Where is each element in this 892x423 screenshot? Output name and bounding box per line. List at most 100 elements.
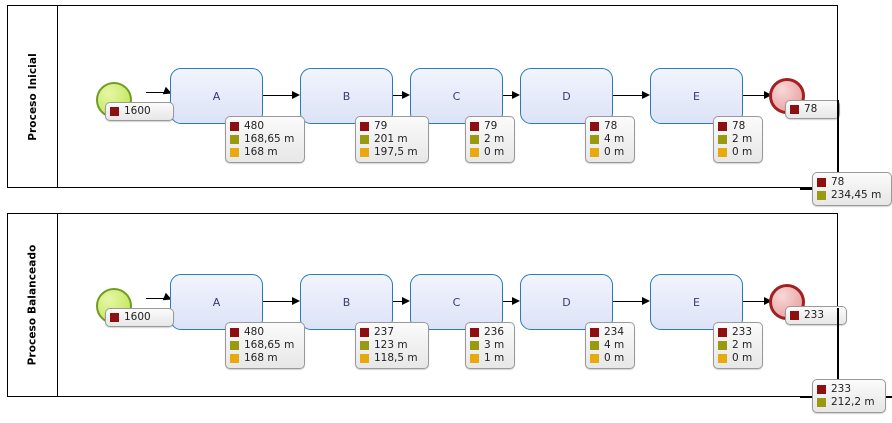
swatch-red-icon: [360, 328, 369, 337]
tooltip-row-count: 233: [718, 326, 752, 339]
tooltip-row-time-a: 168,65 m: [230, 133, 294, 146]
tooltip-task-e[interactable]: 233 2 m 0 m: [713, 322, 764, 369]
swatch-red-icon: [230, 122, 239, 131]
tooltip-value: 2 m: [732, 339, 753, 351]
tooltip-value: 2 m: [732, 133, 753, 145]
swatch-red-icon: [790, 105, 799, 114]
task-box-d[interactable]: D: [520, 68, 613, 124]
flow-arrow-c-d: [503, 91, 520, 100]
tooltip-row-time-b: 168 m: [230, 352, 294, 365]
tooltip-start-event[interactable]: 1600: [105, 308, 174, 327]
tooltip-value: 237: [374, 326, 395, 338]
swatch-olive-icon: [817, 191, 826, 200]
task-box-c[interactable]: C: [410, 68, 503, 124]
tooltip-row-time-a: 3 m: [470, 339, 504, 352]
tooltip-row-count: 78: [790, 103, 817, 116]
swatch-amber-icon: [718, 148, 727, 157]
tooltip-task-a[interactable]: 480 168,65 m 168 m: [225, 116, 306, 163]
swatch-amber-icon: [230, 148, 239, 157]
swatch-olive-icon: [718, 341, 727, 350]
tooltip-value: 3 m: [484, 339, 505, 351]
tooltip-row-time-a: 4 m: [590, 339, 624, 352]
tooltip-start-event[interactable]: 1600: [105, 102, 174, 121]
flow-arrow-e-end: [743, 91, 772, 100]
summary-count: 78: [831, 176, 845, 188]
tooltip-task-c[interactable]: 236 3 m 1 m: [465, 322, 516, 369]
summary-row-count: 233: [817, 383, 875, 396]
task-box-a[interactable]: A: [170, 68, 263, 124]
swatch-red-icon: [110, 313, 119, 322]
tooltip-task-b[interactable]: 237 123 m 118,5 m: [355, 322, 429, 369]
task-label: B: [342, 295, 351, 309]
flow-arrow-b-c: [393, 297, 410, 306]
lane-title: Proceso Balanceado: [26, 244, 39, 366]
summary-tooltip-lane2[interactable]: 233 212,2 m: [812, 379, 886, 413]
summary-count: 233: [831, 383, 852, 395]
tooltip-task-c[interactable]: 79 2 m 0 m: [465, 116, 516, 163]
task-box-c[interactable]: C: [410, 274, 503, 330]
task-label: E: [693, 295, 700, 309]
tooltip-task-d[interactable]: 78 4 m 0 m: [585, 116, 636, 163]
lane-label-proceso-inicial: Proceso Inicial: [8, 6, 58, 187]
tooltip-row-count: 78: [590, 120, 624, 133]
swatch-amber-icon: [470, 148, 479, 157]
tooltip-value: 123 m: [374, 339, 408, 351]
task-box-b[interactable]: B: [300, 68, 393, 124]
task-box-b[interactable]: B: [300, 274, 393, 330]
task-box-d[interactable]: D: [520, 274, 613, 330]
tooltip-task-d[interactable]: 234 4 m 0 m: [585, 322, 636, 369]
summary-row-count: 78: [817, 176, 881, 189]
lane-title: Proceso Inicial: [26, 52, 39, 141]
swatch-red-icon: [470, 328, 479, 337]
swatch-olive-icon: [817, 398, 826, 407]
tooltip-task-a[interactable]: 480 168,65 m 168 m: [225, 322, 306, 369]
tooltip-value: 0 m: [484, 146, 505, 158]
task-label: C: [452, 295, 461, 309]
tooltip-value: 79: [484, 120, 498, 132]
tooltip-value: 0 m: [732, 146, 753, 158]
tooltip-row-time-a: 4 m: [590, 133, 624, 146]
tooltip-end-event[interactable]: 78: [785, 100, 841, 119]
tooltip-value: 197,5 m: [374, 146, 418, 158]
summary-row-total-time: 212,2 m: [817, 396, 875, 409]
task-box-a[interactable]: A: [170, 274, 263, 330]
start-event-icon[interactable]: [96, 288, 132, 324]
tooltip-row-time-a: 168,65 m: [230, 339, 294, 352]
task-box-e[interactable]: E: [650, 68, 743, 124]
summary-row-total-time: 234,45 m: [817, 189, 881, 202]
flow-arrow-e-end: [743, 297, 772, 306]
task-label: A: [212, 89, 221, 103]
swatch-red-icon: [718, 122, 727, 131]
tooltip-row-count: 237: [360, 326, 418, 339]
swatch-amber-icon: [470, 354, 479, 363]
summary-total-time: 212,2 m: [831, 396, 875, 408]
swatch-amber-icon: [590, 354, 599, 363]
tooltip-task-b[interactable]: 79 201 m 197,5 m: [355, 116, 429, 163]
summary-connector-line-lane1: [837, 100, 839, 176]
tooltip-row-time-b: 0 m: [718, 146, 752, 159]
swatch-olive-icon: [590, 135, 599, 144]
swatch-red-icon: [110, 107, 119, 116]
task-label: C: [452, 89, 461, 103]
swatch-amber-icon: [590, 148, 599, 157]
swatch-red-icon: [817, 178, 826, 187]
tooltip-task-e[interactable]: 78 2 m 0 m: [713, 116, 764, 163]
tooltip-row-count: 480: [230, 120, 294, 133]
task-label: D: [562, 295, 571, 309]
swatch-olive-icon: [230, 135, 239, 144]
swatch-olive-icon: [470, 341, 479, 350]
tooltip-end-event[interactable]: 233: [785, 306, 848, 325]
task-box-e[interactable]: E: [650, 274, 743, 330]
tooltip-value: 201 m: [374, 133, 408, 145]
flow-arrow-d-e: [613, 297, 650, 306]
flow-arrow-c-d: [503, 297, 520, 306]
summary-tooltip-lane1[interactable]: 78 234,45 m: [812, 172, 892, 206]
summary-connector-line-lane2: [837, 308, 839, 383]
tooltip-row-time-b: 0 m: [590, 146, 624, 159]
lane-body-proceso-balanceado: A B C D E: [58, 214, 848, 396]
swatch-olive-icon: [470, 135, 479, 144]
tooltip-value: 78: [732, 120, 746, 132]
tooltip-value: 4 m: [604, 339, 625, 351]
tooltip-value: 0 m: [604, 352, 625, 364]
tooltip-value: 79: [374, 120, 388, 132]
